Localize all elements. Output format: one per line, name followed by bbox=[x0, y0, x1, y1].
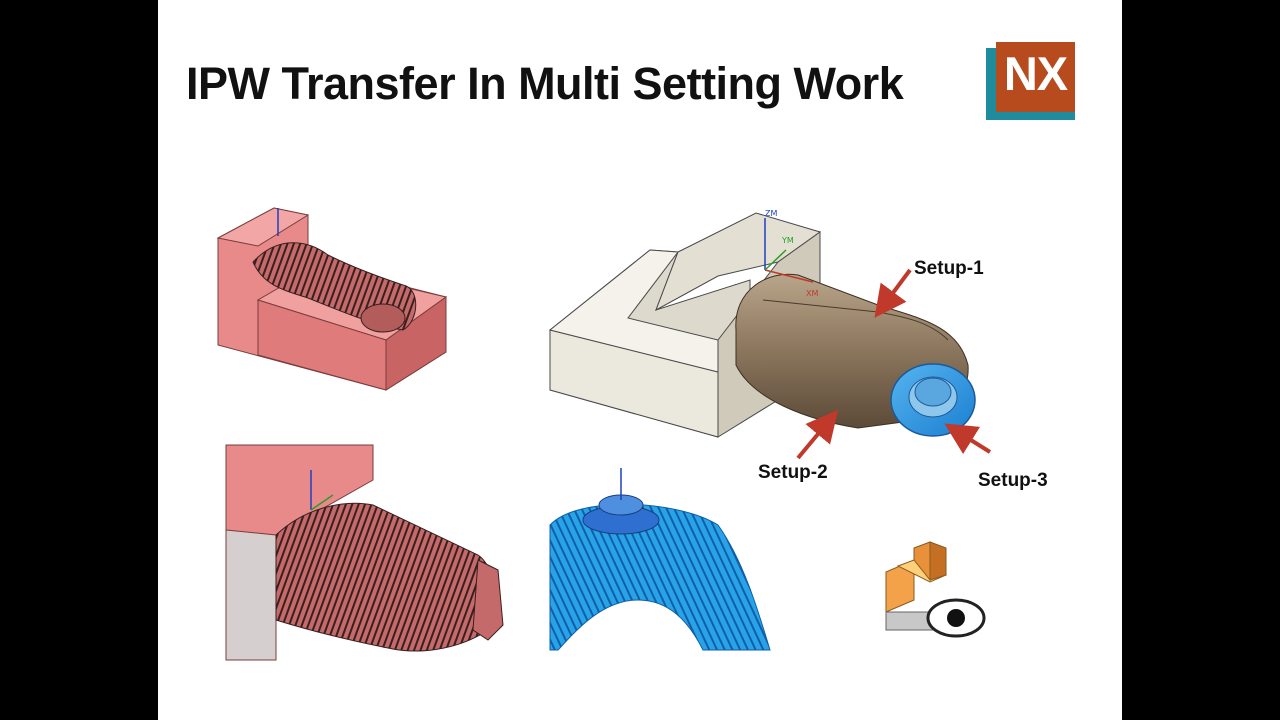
label-setup-3: Setup-3 bbox=[978, 470, 1048, 491]
ipw-visibility-icon bbox=[885, 541, 986, 638]
arrow-setup-3 bbox=[944, 423, 992, 455]
label-setup-2: Setup-2 bbox=[758, 462, 828, 483]
axis-label-xm: XM bbox=[806, 289, 818, 298]
arrow-setup-1 bbox=[874, 268, 912, 318]
slide-title: IPW Transfer In Multi Setting Work bbox=[186, 58, 904, 109]
ipw-blue-bottom-center bbox=[549, 468, 771, 651]
nx-logo-text: NX bbox=[1003, 47, 1068, 100]
arrow-setup-2 bbox=[796, 409, 839, 460]
axis-label-ym: YM bbox=[781, 236, 794, 245]
ipw-block-top-left bbox=[216, 207, 448, 391]
part-model-center bbox=[548, 212, 976, 438]
slide: IPW Transfer In Multi Setting Work NX bbox=[158, 0, 1122, 720]
nx-logo: NX bbox=[986, 42, 1075, 120]
ipw-block-bottom-left bbox=[225, 444, 504, 661]
illustrations: ZM YM XM bbox=[216, 207, 992, 661]
label-setup-1: Setup-1 bbox=[914, 258, 984, 279]
nx-logo-front bbox=[996, 42, 1075, 112]
axis-label-zm: ZM bbox=[765, 209, 777, 218]
